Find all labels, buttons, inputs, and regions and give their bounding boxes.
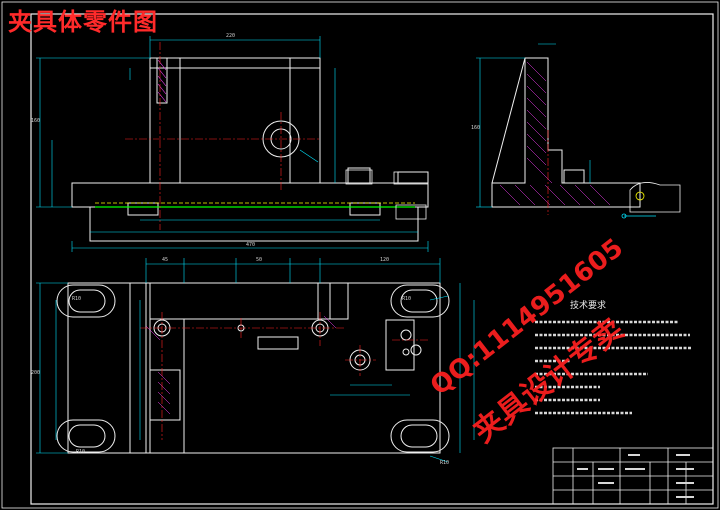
plan-view-holes bbox=[153, 319, 422, 371]
dim-radius-c: R10 bbox=[76, 449, 86, 455]
side-view-hatch bbox=[499, 61, 611, 206]
side-detail-view bbox=[621, 182, 681, 219]
plan-view-centerlines bbox=[140, 312, 428, 440]
plan-view-slots bbox=[56, 284, 450, 453]
dim-side-height: 160 bbox=[471, 125, 481, 131]
front-view-centerlines bbox=[125, 42, 320, 230]
tech-requirements-lines bbox=[535, 320, 692, 415]
dim-radius-d: R10 bbox=[440, 460, 450, 466]
drawing-title: 夹具体零件图 bbox=[8, 8, 158, 36]
dim-front-width: 470 bbox=[246, 242, 256, 248]
tech-requirements-title: 技术要求 bbox=[570, 301, 607, 311]
plan-view-dimensions bbox=[36, 258, 475, 463]
drawing-frame-inner bbox=[30, 13, 714, 505]
dim-plan-right: 120 bbox=[380, 257, 390, 263]
small-detail-views bbox=[345, 169, 429, 220]
plan-view-hatch bbox=[145, 315, 337, 415]
plan-view bbox=[67, 282, 441, 454]
dim-radius-a: R10 bbox=[72, 296, 82, 302]
side-view bbox=[491, 57, 641, 208]
front-view-dimensions bbox=[36, 36, 429, 252]
dim-plan-mid: 50 bbox=[256, 257, 263, 263]
dim-left-height: 160 bbox=[31, 118, 41, 124]
front-view-hatch bbox=[157, 59, 167, 103]
dim-radius-b: R10 bbox=[402, 296, 412, 302]
title-block-text-marks bbox=[577, 454, 694, 498]
title-block bbox=[552, 447, 714, 505]
side-view-dimensions bbox=[476, 43, 591, 208]
front-view bbox=[71, 57, 429, 242]
dim-top-width: 220 bbox=[226, 33, 236, 39]
dim-plan-left: 45 bbox=[162, 257, 169, 263]
dim-plan-height: 200 bbox=[31, 370, 41, 376]
